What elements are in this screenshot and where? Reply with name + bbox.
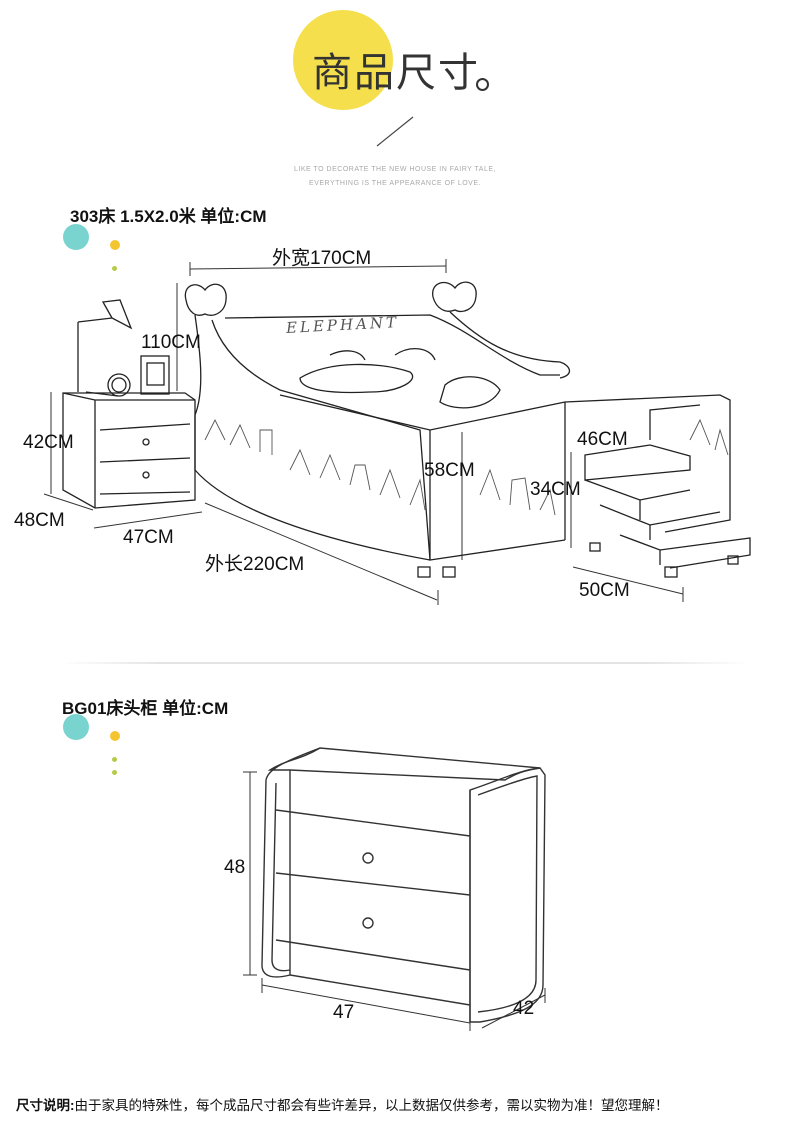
dim-nightstand-height: 48	[224, 857, 246, 878]
dim-step-width: 50CM	[579, 580, 630, 601]
dim-headboard-height: 110CM	[141, 332, 201, 353]
dim-bed-height: 58CM	[424, 460, 475, 481]
decor-dot-yellow	[110, 240, 120, 250]
dim-nightstand-width: 47CM	[123, 527, 174, 548]
decor-dot-green	[112, 770, 117, 775]
dim-outer-length: 外长220CM	[205, 554, 305, 575]
decor-dot-green	[112, 266, 117, 271]
section-divider	[60, 662, 750, 664]
nightstand-section-title: BG01床头柜 单位:CM	[62, 699, 229, 718]
tagline-line-2: EVERYTHING IS THE APPEARANCE OF LOVE.	[309, 180, 481, 187]
dim-nightstand-width: 47	[333, 1002, 355, 1023]
decor-dot-yellow	[110, 731, 120, 741]
note-text: 由于家具的特殊性，每个成品尺寸都会有些许差异，以上数据仅供参考，需以实物为准！望…	[74, 1098, 669, 1113]
dim-nightstand-depth: 48CM	[14, 510, 65, 531]
decor-dot-teal	[63, 224, 89, 250]
note-label: 尺寸说明:	[16, 1098, 75, 1113]
page-title: 商品尺寸	[312, 50, 480, 96]
decor-dot-teal	[63, 714, 89, 740]
size-disclaimer-note: 尺寸说明:由于家具的特殊性，每个成品尺寸都会有些许差异，以上数据仅供参考，需以实…	[16, 1094, 786, 1114]
dim-nightstand-height: 42CM	[23, 432, 74, 453]
dim-nightstand-depth: 42	[513, 998, 535, 1019]
bed-section-title: 303床 1.5X2.0米 单位:CM	[70, 207, 267, 226]
dim-step-height: 34CM	[530, 479, 581, 500]
tagline-line-1: LIKE TO DECORATE THE NEW HOUSE IN FAIRY …	[294, 166, 496, 173]
dim-step-top: 46CM	[577, 429, 628, 450]
decor-dot-green	[112, 757, 117, 762]
title-highlight-circle	[293, 10, 393, 110]
dim-outer-width: 外宽170CM	[272, 248, 372, 269]
title-period-mark	[476, 78, 489, 91]
